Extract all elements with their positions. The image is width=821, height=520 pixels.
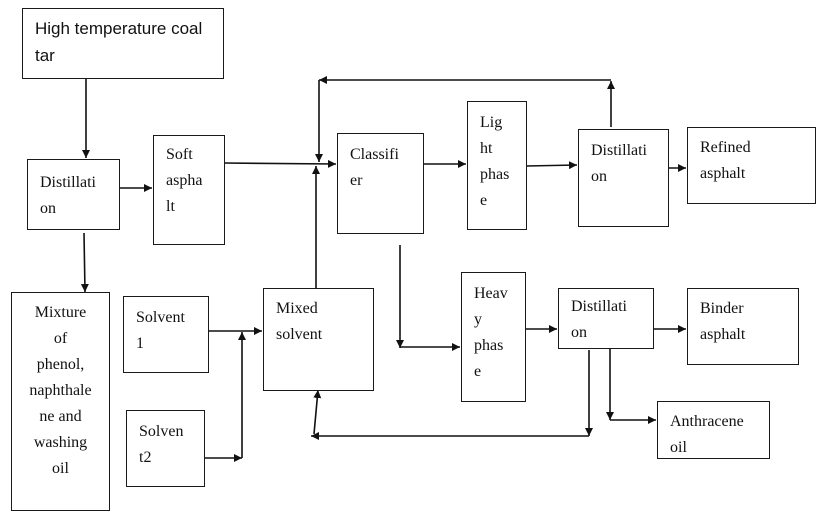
node-binder-asphalt: Binder asphalt [687, 288, 799, 365]
node-distillation-2: Distillati on [578, 129, 669, 227]
node-distillation-1-label: Distillati on [40, 174, 96, 217]
node-classifier: Classifi er [337, 133, 424, 234]
node-mixture: Mixture of phenol, naphthale ne and wash… [11, 292, 110, 511]
node-anthracene-oil: Anthracene oil [657, 401, 770, 459]
node-coal-tar-label: High temperature coal tar [35, 19, 203, 65]
node-solvent-2-label: Solven t2 [139, 423, 184, 466]
edge-soft-asphalt-to-classifier [223, 159, 337, 168]
node-soft-asphalt: Soft aspha lt [153, 135, 225, 245]
node-refined-asphalt-label: Refined asphalt [700, 139, 751, 182]
node-heavy-phase-label: Heav y phas e [474, 285, 508, 380]
node-mixed-solvent-label: Mixed solvent [276, 300, 323, 343]
node-heavy-phase: Heav y phas e [461, 272, 526, 402]
node-distillation-1: Distillati on [27, 159, 120, 230]
node-classifier-label: Classifi er [350, 146, 399, 189]
node-mixed-solvent: Mixed solvent [263, 288, 374, 391]
node-solvent-1-label: Solvent 1 [136, 309, 185, 352]
node-distillation-3: Distillati on [558, 288, 654, 349]
node-refined-asphalt: Refined asphalt [687, 127, 816, 204]
node-anthracene-oil-label: Anthracene oil [670, 413, 744, 456]
node-binder-asphalt-label: Binder asphalt [700, 300, 746, 343]
node-mixture-label: Mixture of phenol, naphthale ne and wash… [29, 304, 92, 477]
node-light-phase: Lig ht phas e [467, 101, 527, 230]
edge-recycle-up-to-mixed-solvent [313, 389, 322, 435]
node-distillation-3-label: Distillati on [571, 298, 627, 341]
node-coal-tar: High temperature coal tar [22, 8, 224, 79]
node-solvent-1: Solvent 1 [123, 296, 209, 373]
node-distillation-2-label: Distillati on [591, 142, 647, 185]
edge-light-phase-to-distillation-2 [525, 161, 578, 170]
node-solvent-2: Solven t2 [126, 410, 205, 487]
edge-distillation-1-to-mixture [80, 232, 89, 293]
node-soft-asphalt-label: Soft aspha lt [166, 146, 203, 215]
node-light-phase-label: Lig ht phas e [480, 114, 510, 209]
